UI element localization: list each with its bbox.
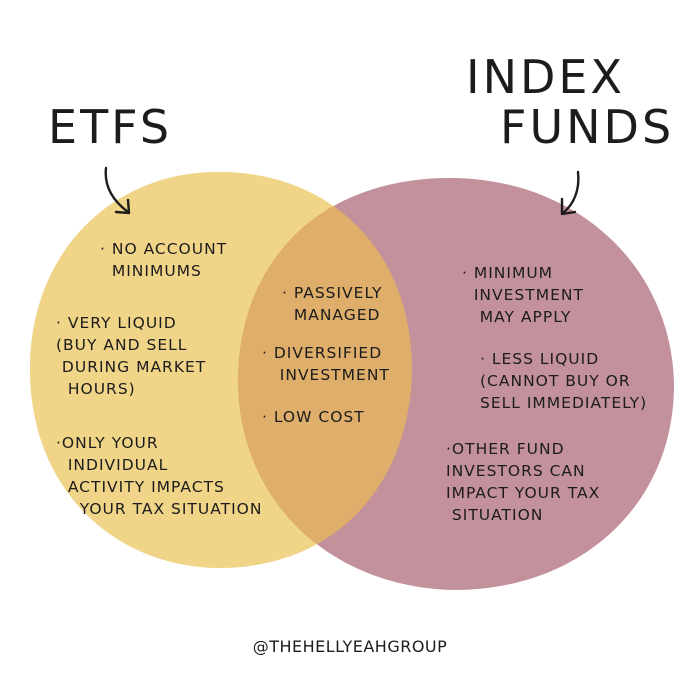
index-funds-arrow-icon <box>560 170 580 216</box>
etfs-title: ETFS <box>48 100 173 154</box>
index-item-minimum-investment: · MINIMUM INVESTMENT MAY APPLY <box>462 264 584 326</box>
etfs-item-very-liquid: · VERY LIQUID (BUY AND SELL DURING MARKE… <box>56 314 207 398</box>
shared-list: · PASSIVELY MANAGED · DIVERSIFIED INVEST… <box>262 282 390 428</box>
credit-handle: @THEHELLYEAHGROUP <box>252 637 448 656</box>
etfs-arrow-icon <box>104 166 131 215</box>
etfs-item-no-account-minimums: · NO ACCOUNT MINIMUMS <box>100 240 228 280</box>
index-funds-title: INDEX FUNDS <box>466 52 674 152</box>
index-funds-title-line2: FUNDS <box>500 100 675 154</box>
etfs-list: · NO ACCOUNT MINIMUMS · VERY LIQUID (BUY… <box>56 238 262 520</box>
shared-item-diversified-investment: · DIVERSIFIED INVESTMENT <box>262 344 390 384</box>
index-item-other-investors-tax: ·OTHER FUND INVESTORS CAN IMPACT YOUR TA… <box>446 440 601 524</box>
etfs-item-individual-tax: ·ONLY YOUR INDIVIDUAL ACTIVITY IMPACTS Y… <box>56 434 263 518</box>
index-funds-list: · MINIMUM INVESTMENT MAY APPLY · LESS LI… <box>446 262 648 526</box>
shared-item-passively-managed: · PASSIVELY MANAGED <box>282 284 383 324</box>
index-funds-title-line1: INDEX <box>466 50 625 104</box>
index-item-less-liquid: · LESS LIQUID (CANNOT BUY OR SELL IMMEDI… <box>480 350 648 412</box>
shared-item-low-cost: · LOW COST <box>262 408 365 426</box>
overlap-region <box>237 178 412 569</box>
